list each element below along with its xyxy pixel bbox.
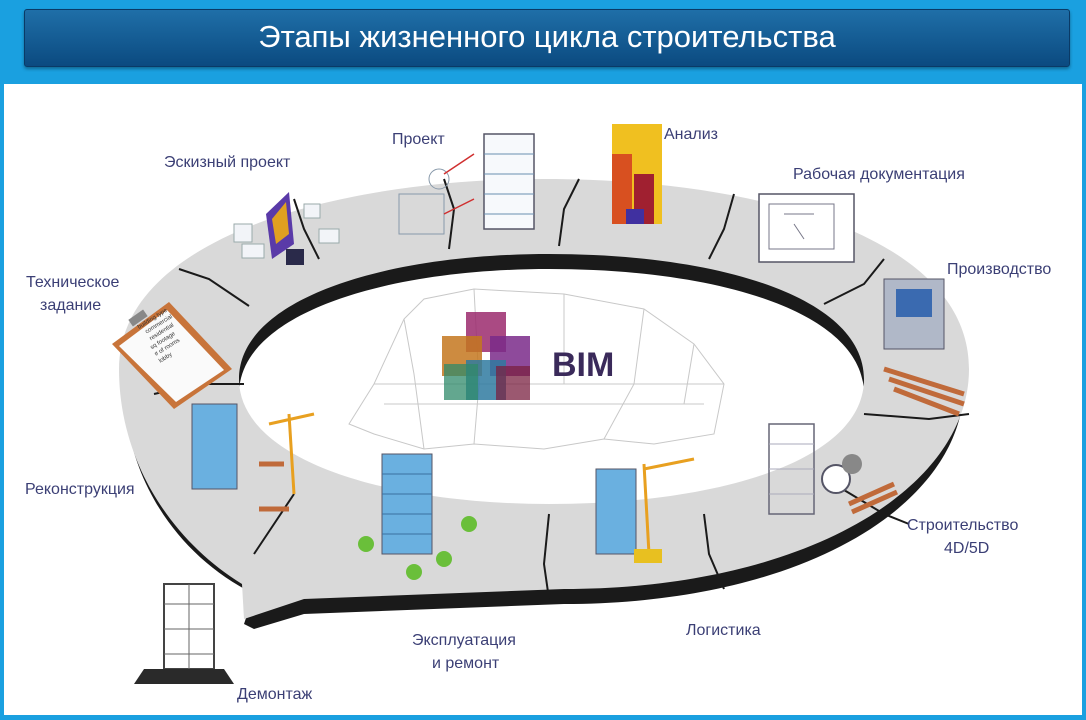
- demolition-ruins-icon: [134, 583, 234, 684]
- stage-construction-label-2: 4D/5D: [944, 540, 989, 557]
- slide-title: Этапы жизненного цикла строительства: [258, 19, 836, 54]
- analysis-tower-icon: [612, 124, 662, 224]
- stage-project-label: Проект: [392, 131, 445, 148]
- stage-logistics-label: Логистика: [686, 622, 761, 639]
- stage-sketch-label: Эскизный проект: [164, 154, 291, 171]
- stage-workdocs-label: Рабочая документация: [793, 166, 965, 183]
- building-sketch: [348, 288, 725, 450]
- title-bar: Этапы жизненного цикла строительства: [24, 9, 1070, 67]
- checklist: building type commercial residential sq …: [137, 307, 181, 364]
- stage-analysis-label: Анализ: [664, 126, 718, 143]
- workdocs-drawing-icon: [758, 193, 855, 263]
- logistics-site-icon: [595, 457, 695, 563]
- diagram-canvas: BIM: [4, 84, 1082, 715]
- stage-reconstruction-label: Реконструкция: [25, 481, 135, 498]
- project-tower-icon: [398, 133, 535, 235]
- stage-operation-label-2: и ремонт: [432, 655, 500, 672]
- lifecycle-ring: [119, 179, 969, 619]
- sketch-models-icon: [233, 192, 340, 265]
- production-press-icon: [883, 278, 965, 417]
- stage-spec-label-1: Техническое: [26, 274, 120, 291]
- stage-production-label: Производство: [947, 261, 1051, 278]
- lifecycle-diagram: BIM: [25, 124, 1051, 703]
- stage-spec-label-2: задание: [40, 297, 101, 314]
- bim-logo-icon: [442, 312, 530, 400]
- reconstruction-crane-icon: [191, 403, 315, 512]
- construction-crane-icon: [768, 423, 899, 515]
- stage-demolition-label: Демонтаж: [237, 686, 313, 703]
- stage-construction-label-1: Строительство: [907, 517, 1018, 534]
- operation-building-icon: [358, 453, 477, 580]
- stage-operation-label-1: Эксплуатация: [412, 632, 516, 649]
- spec-clipboard-icon: [112, 302, 232, 409]
- bim-label: BIM: [552, 346, 614, 384]
